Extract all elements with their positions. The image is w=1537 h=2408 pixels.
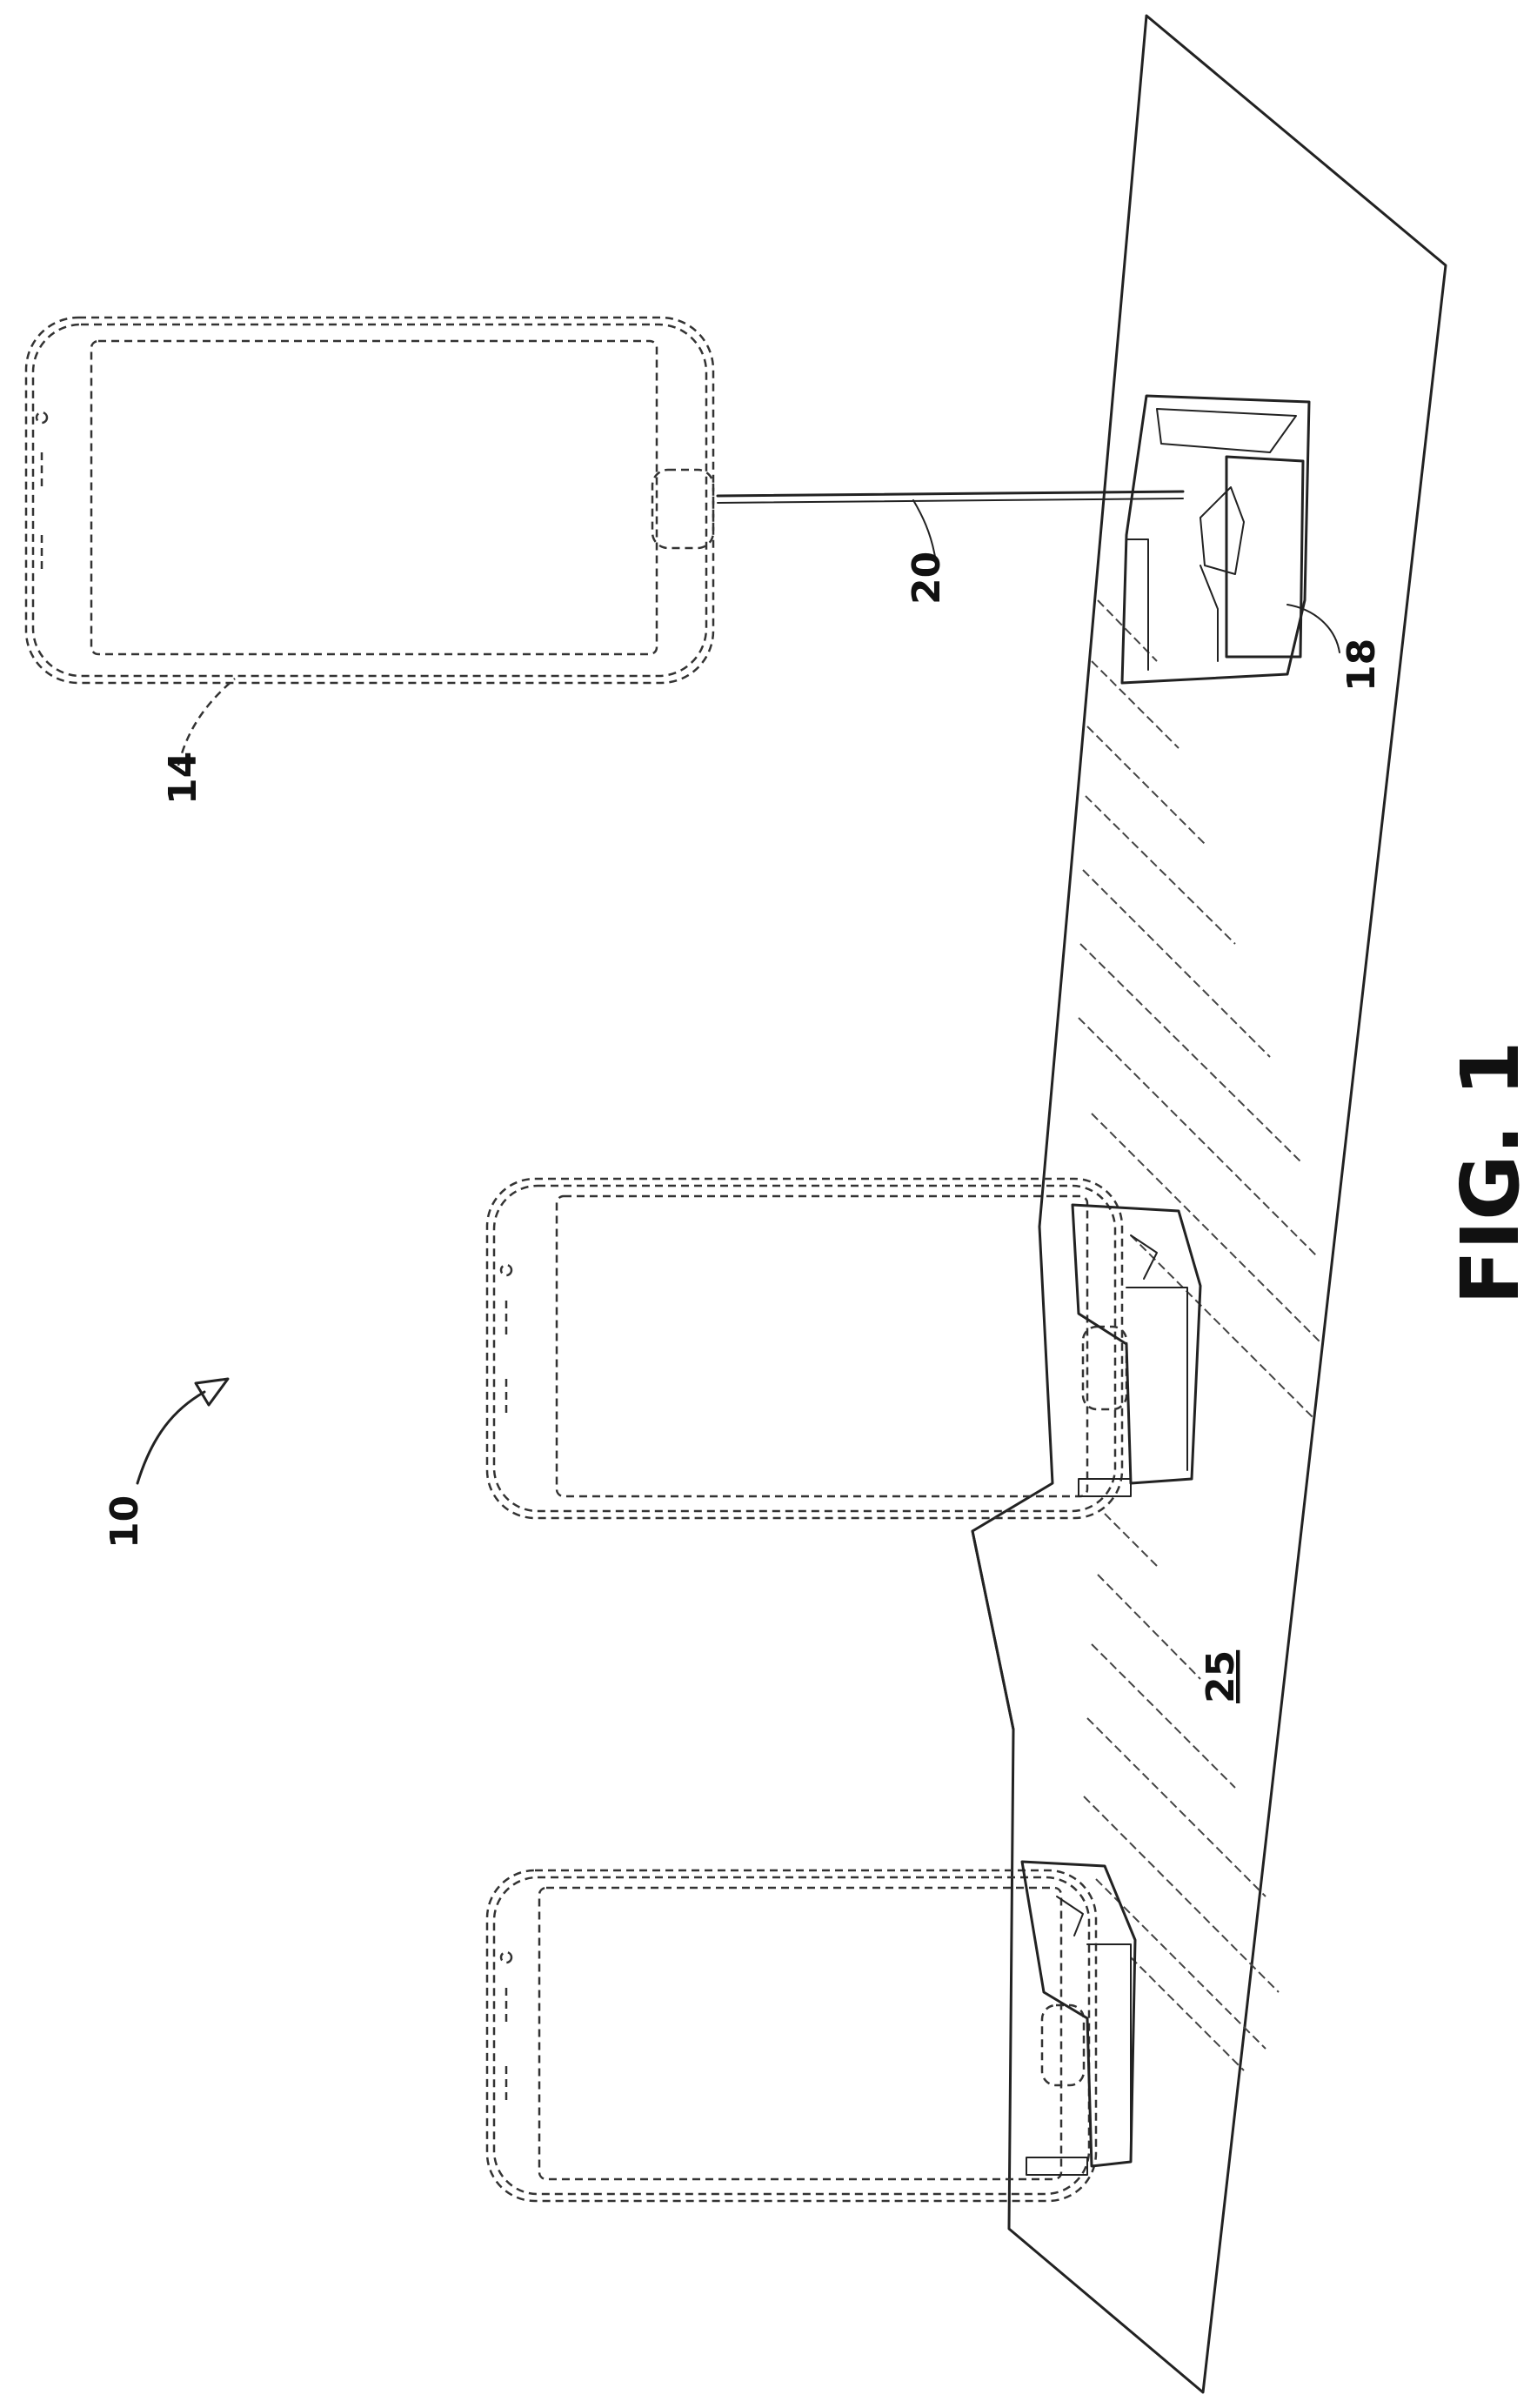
figure-label: FIG. 1 (1444, 1040, 1537, 1305)
mobile-device-docked-left (487, 1870, 1096, 2201)
label-device-14: 14 (161, 752, 205, 805)
mobile-device-docked-middle (487, 1179, 1126, 1518)
base-station-empty (1122, 396, 1309, 683)
label-base-18: 18 (1340, 639, 1384, 692)
tether-cable (718, 492, 1183, 503)
mobile-device-lifted (26, 318, 713, 683)
base-station-middle (1073, 1205, 1200, 1496)
label-system-10: 10 (103, 1495, 147, 1548)
base-station-left (1022, 1862, 1135, 2175)
label-surface-25: 25 (1199, 1650, 1243, 1703)
label-cable-20: 20 (905, 552, 949, 605)
leader-10 (137, 1379, 228, 1483)
leader-20 (913, 500, 935, 557)
